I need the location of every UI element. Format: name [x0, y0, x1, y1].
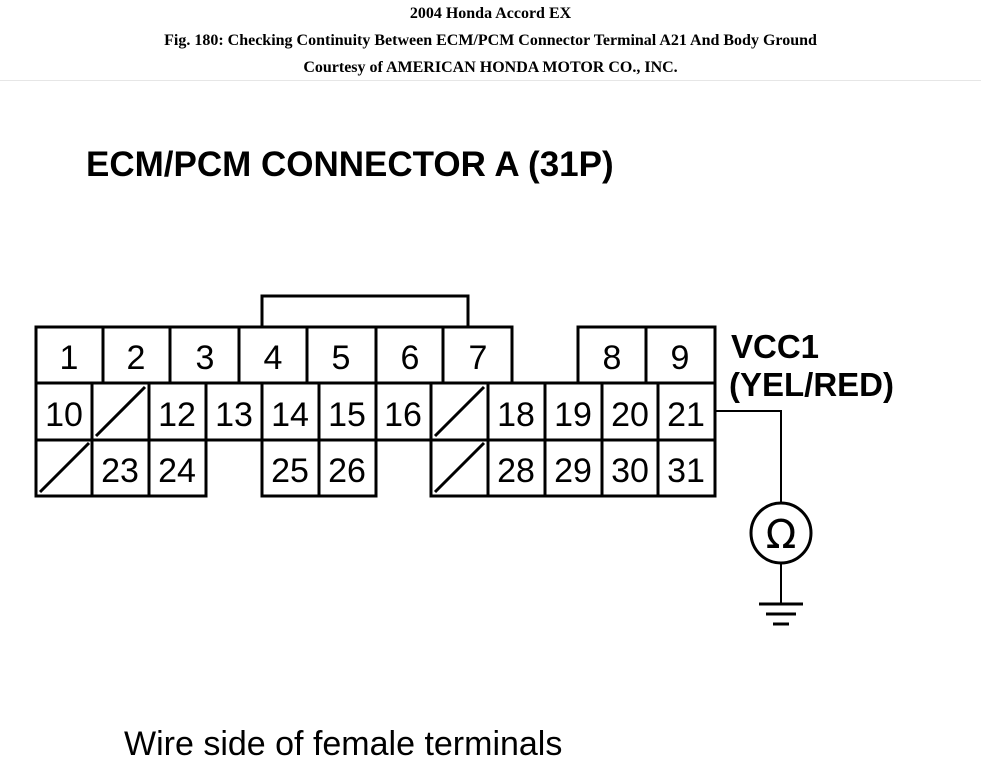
- figure-header: 2004 Honda Accord EX Fig. 180: Checking …: [0, 0, 981, 80]
- terminal-23: 23: [101, 452, 139, 490]
- header-divider: [0, 80, 981, 81]
- header-courtesy: Courtesy of AMERICAN HONDA MOTOR CO., IN…: [303, 59, 678, 76]
- header-figure-caption: Fig. 180: Checking Continuity Between EC…: [164, 32, 817, 49]
- terminal-18: 18: [497, 396, 535, 434]
- terminal-26: 26: [328, 452, 366, 490]
- terminal-2: 2: [127, 339, 146, 377]
- terminal-8: 8: [603, 339, 622, 377]
- terminal-1: 1: [60, 339, 79, 377]
- terminal-3: 3: [196, 339, 215, 377]
- test-lead-wire: [715, 410, 782, 603]
- ground-icon: [759, 602, 803, 626]
- ohmmeter-icon: Ω: [749, 501, 813, 565]
- connector-body: [34, 294, 717, 498]
- diagram-caption: Wire side of female terminals: [124, 725, 562, 763]
- terminal-4: 4: [264, 339, 283, 377]
- terminal-29: 29: [554, 452, 592, 490]
- terminal-19: 19: [554, 396, 592, 434]
- terminal-21: 21: [667, 396, 705, 434]
- wire-label-name: VCC1: [731, 328, 819, 365]
- terminal-20: 20: [611, 396, 649, 434]
- terminal-10: 10: [45, 396, 83, 434]
- terminal-13: 13: [215, 396, 253, 434]
- header-vehicle: 2004 Honda Accord EX: [409, 5, 572, 22]
- terminal-30: 30: [611, 452, 649, 490]
- terminal-28: 28: [497, 452, 535, 490]
- terminal-24: 24: [158, 452, 196, 490]
- ohmmeter-symbol: Ω: [766, 512, 797, 558]
- wire-label-color: (YEL/RED): [729, 366, 894, 403]
- terminal-16: 16: [384, 396, 422, 434]
- terminal-15: 15: [328, 396, 366, 434]
- connector-title: ECM/PCM CONNECTOR A (31P): [86, 145, 614, 184]
- terminal-31: 31: [667, 452, 705, 490]
- terminal-5: 5: [332, 339, 351, 377]
- terminal-9: 9: [671, 339, 690, 377]
- terminal-7: 7: [469, 339, 488, 377]
- terminal-12: 12: [158, 396, 196, 434]
- terminal-25: 25: [271, 452, 309, 490]
- terminal-6: 6: [401, 339, 420, 377]
- terminal-14: 14: [271, 396, 309, 434]
